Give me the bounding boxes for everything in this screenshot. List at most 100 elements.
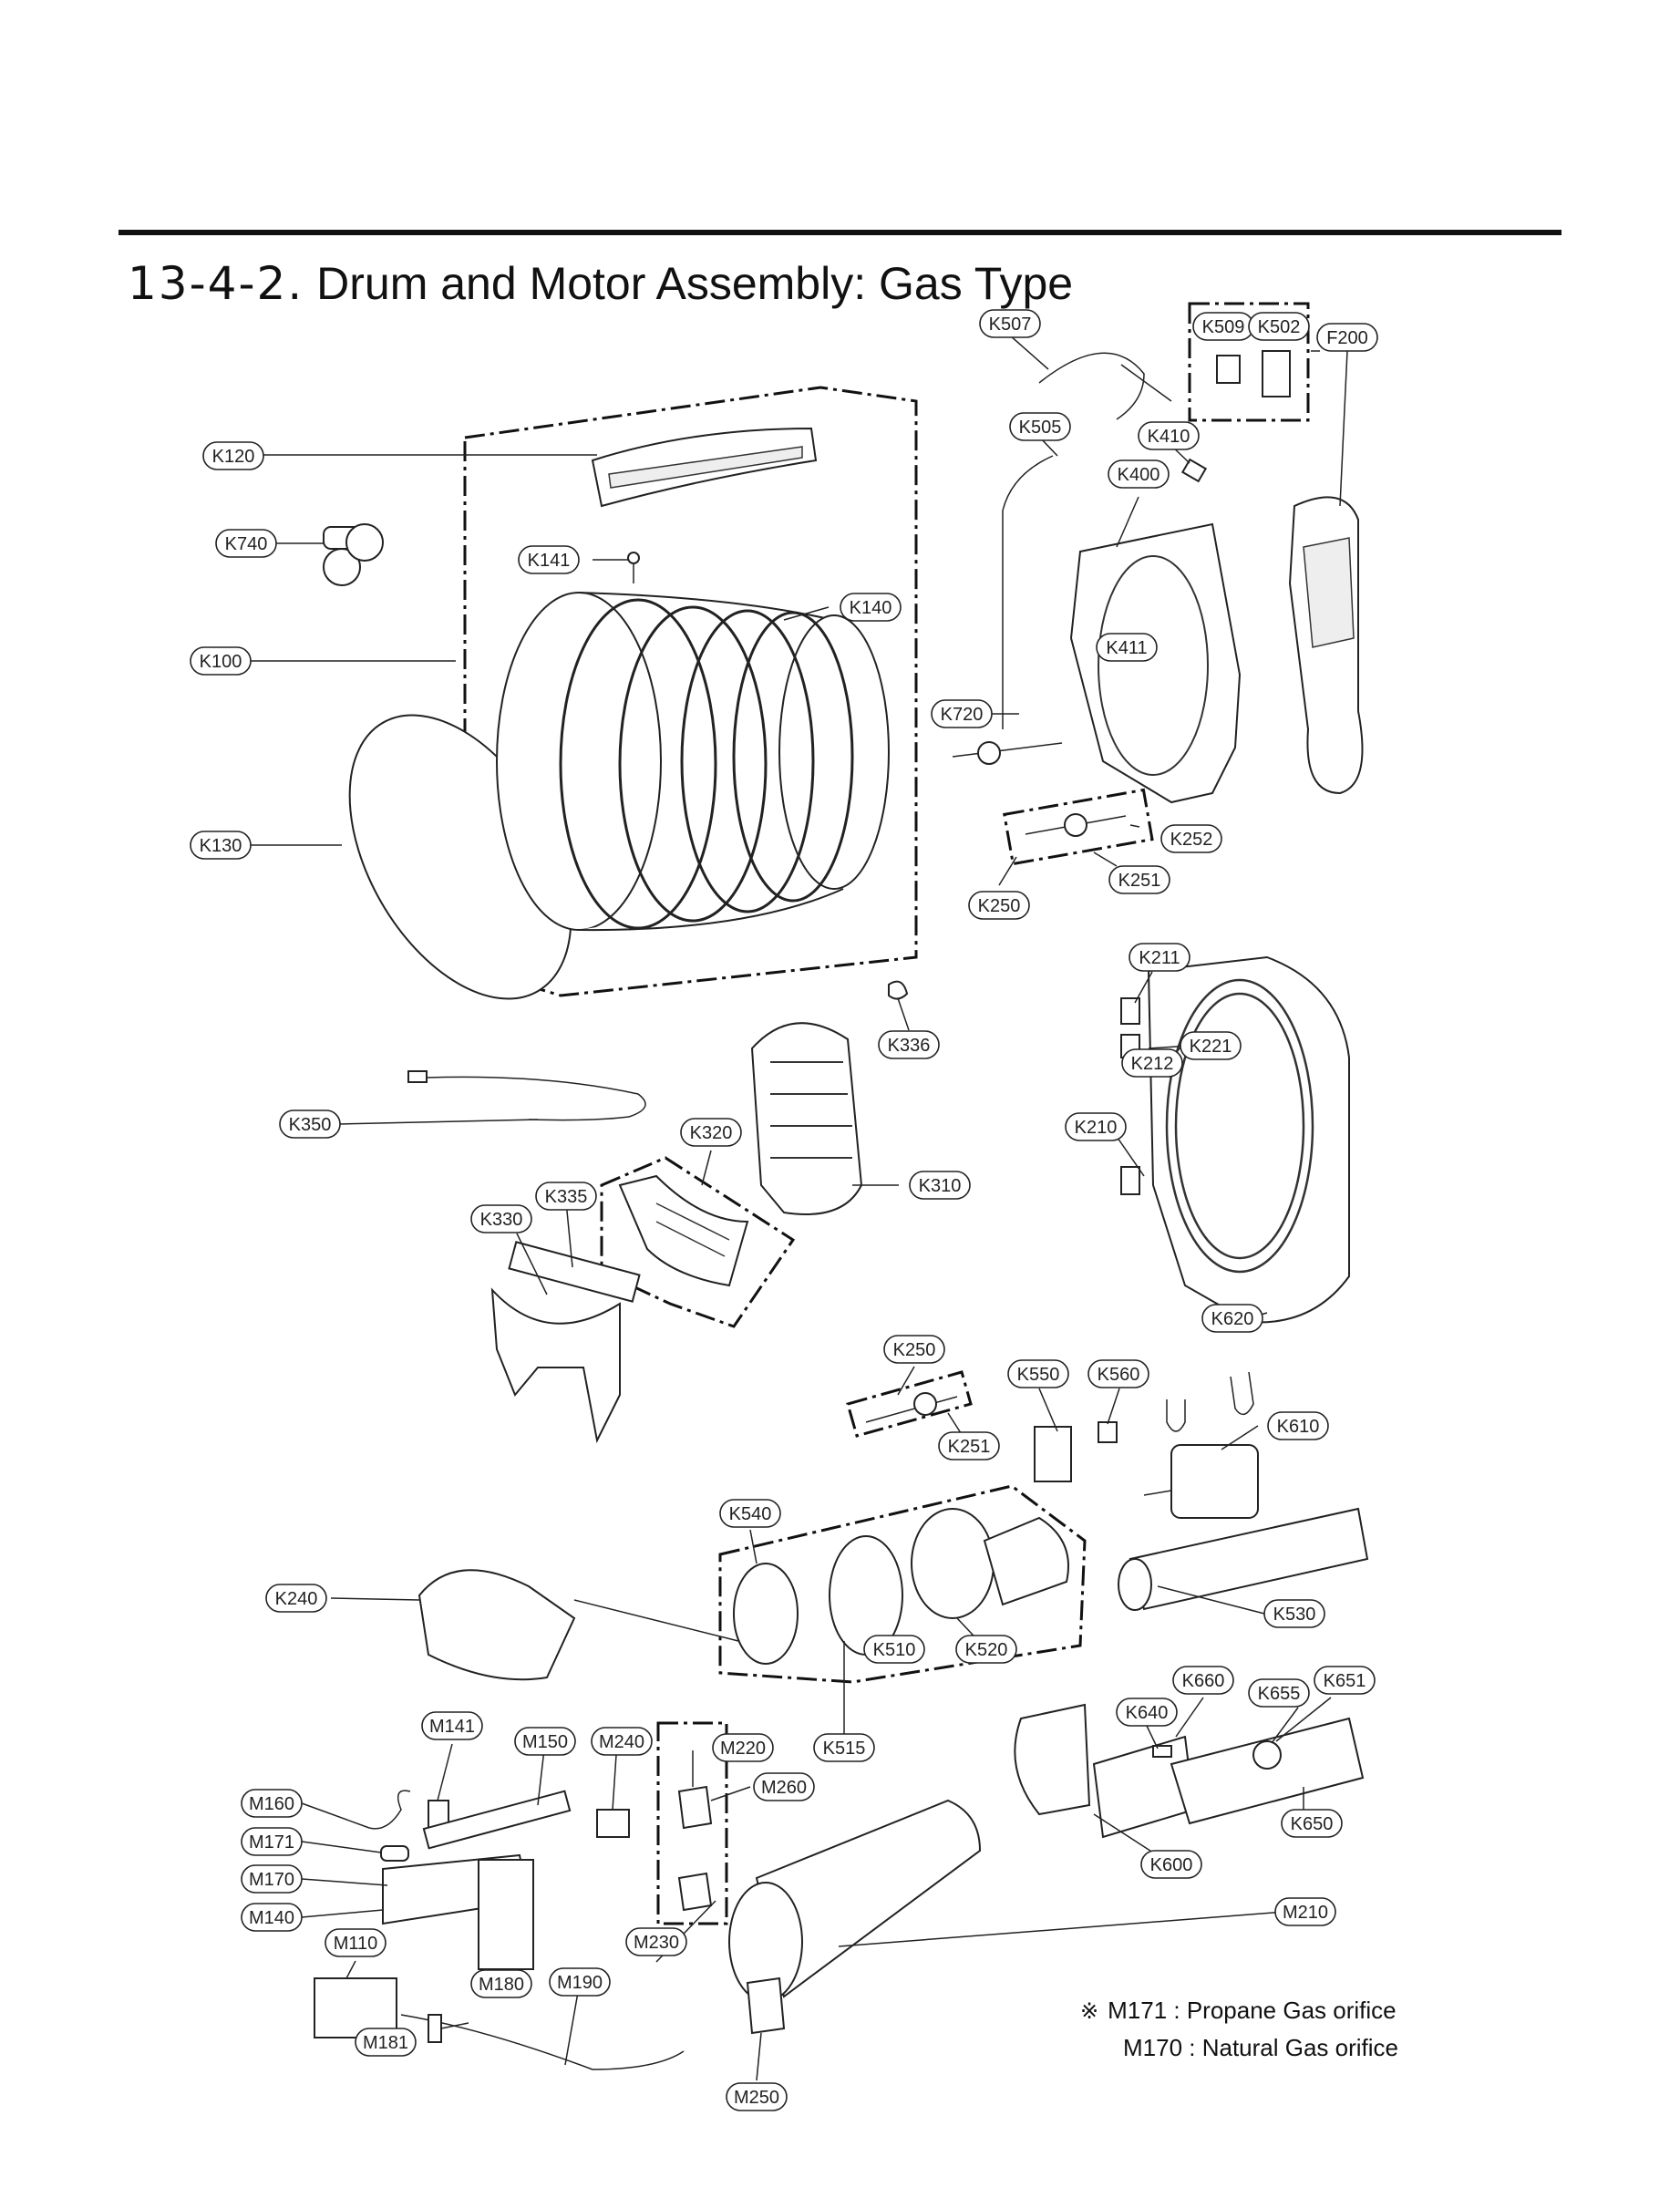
callout-text: K620: [1211, 1309, 1254, 1329]
callout-bubble: [1140, 1850, 1202, 1879]
roller-shaft-part: [952, 741, 1063, 765]
callout-bubble: [878, 1030, 940, 1059]
callout-k120: K120: [202, 441, 264, 470]
burner-tube-part: [422, 1790, 572, 1850]
callout-text: K211: [1139, 948, 1180, 968]
callout-bubble: [1201, 1304, 1263, 1333]
callout-text: K560: [1098, 1365, 1140, 1385]
callout-k100: K100: [190, 646, 252, 676]
callout-k740: K740: [215, 529, 277, 558]
callout-bubble: [1316, 323, 1378, 352]
callout-bubble: [355, 2028, 417, 2057]
blower-group-outline: [718, 1484, 1087, 1684]
callout-k210: K210: [1065, 1112, 1127, 1141]
callout-k720: K720: [931, 699, 993, 728]
callout-m180: M180: [470, 1969, 532, 1998]
callout-bubble: [719, 1499, 781, 1528]
callout-m210: M210: [1274, 1897, 1336, 1926]
callout-bubble: [1116, 1698, 1178, 1727]
callout-k335: K335: [535, 1182, 597, 1211]
callout-k505: K505: [1009, 412, 1071, 441]
callout-k212: K212: [1121, 1048, 1183, 1078]
callout-bubble: [241, 1789, 303, 1818]
drum-baffle-part: [591, 427, 818, 508]
capacitor-k550-part: [1034, 1426, 1072, 1482]
callout-text: K505: [1019, 418, 1062, 438]
callout-k515: K515: [813, 1733, 875, 1762]
callout-k410: K410: [1138, 421, 1200, 450]
exhaust-duct-part: [1118, 1507, 1369, 1611]
callout-text: M240: [599, 1732, 644, 1752]
filter-frame-part: [490, 1241, 641, 1444]
callout-text: M141: [429, 1717, 475, 1737]
callout-m181: M181: [355, 2028, 417, 2057]
callout-m230: M230: [625, 1927, 687, 1956]
callout-bubble: [265, 1584, 327, 1613]
footnote-line-1: M171 : Propane Gas orifice: [1108, 1997, 1397, 2024]
callout-bubble: [883, 1335, 945, 1364]
callout-k130: K130: [190, 831, 252, 860]
switch-k221-part: [1120, 1166, 1140, 1195]
callout-m160: M160: [241, 1789, 303, 1818]
callout-text: K100: [200, 652, 242, 672]
callout-k610: K610: [1267, 1411, 1329, 1440]
callout-k250: K250: [968, 891, 1030, 920]
callout-bubble: [968, 891, 1030, 920]
callout-text: M110: [334, 1934, 378, 1954]
callout-bubble: [279, 1109, 341, 1139]
callout-bubble: [1180, 1031, 1242, 1060]
callout-bubble: [625, 1927, 687, 1956]
callout-text: K336: [888, 1036, 931, 1056]
blower-gasket-part: [733, 1563, 799, 1665]
idler-pulley-part: [865, 1392, 958, 1423]
drum-part: [496, 592, 890, 932]
callout-text: K320: [690, 1123, 733, 1143]
header-rule: [119, 230, 1561, 235]
callout-text: K509: [1202, 317, 1245, 337]
callout-text: K740: [225, 534, 268, 554]
callout-bubble: [1172, 1666, 1234, 1695]
callout-bubble: [1248, 1678, 1310, 1708]
callout-text: K600: [1150, 1855, 1193, 1875]
callout-text: M170: [249, 1870, 294, 1890]
callout-text: K411: [1106, 638, 1147, 658]
callout-k211: K211: [1129, 943, 1190, 972]
callout-m220: M220: [712, 1733, 774, 1762]
callout-bubble: [215, 529, 277, 558]
callout-k221: K221: [1180, 1031, 1242, 1060]
callout-k250: K250: [883, 1335, 945, 1364]
callout-m171: M171: [241, 1827, 303, 1856]
callout-bubble: [753, 1772, 815, 1801]
callout-bubble: [535, 1182, 597, 1211]
callout-text: K240: [275, 1589, 318, 1609]
callout-k510: K510: [863, 1635, 925, 1664]
callout-text: M220: [720, 1739, 766, 1759]
callout-k240: K240: [265, 1584, 327, 1613]
gas-valve-wire-part: [368, 1790, 411, 1830]
filter-housing-part: [618, 1174, 749, 1287]
roller-part: [1025, 813, 1127, 837]
callout-k502: K502: [1248, 312, 1310, 341]
callout-bubble: [421, 1711, 483, 1740]
switch-k211-part: [1120, 997, 1140, 1025]
callout-text: K400: [1118, 465, 1160, 485]
callout-m140: M140: [241, 1903, 303, 1932]
callout-k650: K650: [1281, 1809, 1343, 1838]
callout-text: K651: [1324, 1671, 1366, 1691]
callout-m240: M240: [591, 1727, 653, 1756]
callout-m190: M190: [549, 1967, 611, 1997]
callout-text: K655: [1258, 1684, 1301, 1704]
callout-k411: K411: [1096, 633, 1158, 662]
idler-group-outline: [846, 1370, 973, 1438]
motor-clip-part: [1166, 1371, 1254, 1432]
callout-k140: K140: [840, 593, 902, 622]
gas-pipe-part: [400, 2014, 685, 2070]
blower-housing-part: [911, 1508, 1069, 1619]
callout-k640: K640: [1116, 1698, 1178, 1727]
rear-bulkhead-part: [1069, 522, 1242, 804]
callout-bubble: [241, 1864, 303, 1894]
callout-k509: K509: [1192, 312, 1254, 341]
callout-bubble: [241, 1903, 303, 1932]
callout-bubble: [979, 309, 1041, 338]
